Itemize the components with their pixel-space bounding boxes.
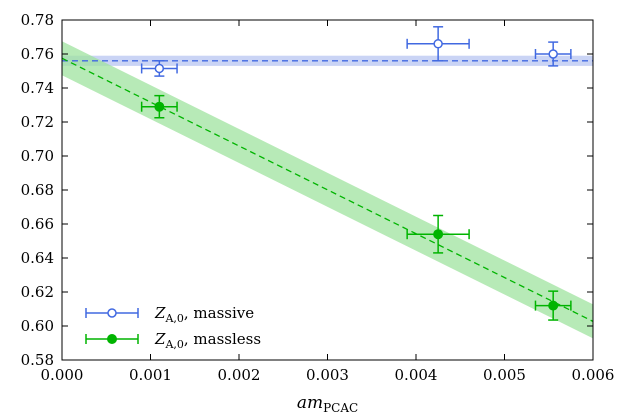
- y-tick-label: 0.76: [21, 45, 54, 63]
- y-tick-label: 0.62: [21, 283, 54, 301]
- y-tick-label: 0.58: [21, 351, 54, 369]
- legend-label-main: Z: [154, 330, 166, 348]
- marker-filled-circle: [154, 101, 165, 112]
- data-point-massless: [406, 214, 470, 254]
- fit-band-massless: [62, 41, 593, 339]
- x-axis-label-main: am: [297, 393, 323, 413]
- x-tick-label: 0.002: [218, 366, 261, 384]
- data-point-massless: [534, 290, 572, 321]
- y-tick-label: 0.68: [21, 181, 54, 199]
- marker-filled-circle: [548, 300, 559, 311]
- y-axis-ticks: 0.58 0.60 0.62 0.64 0.66 0.68 0.70 0.72 0.74 0.76…: [21, 11, 593, 369]
- marker-filled-circle: [433, 229, 444, 240]
- y-tick-label: 0.78: [21, 11, 54, 29]
- marker-open-circle: [154, 63, 165, 74]
- x-tick-label: 0.003: [306, 366, 349, 384]
- data-point-massive: [406, 26, 470, 62]
- x-tick-label: 0.006: [572, 366, 615, 384]
- y-tick-label: 0.64: [21, 249, 54, 267]
- x-tick-label: 0.001: [129, 366, 172, 384]
- fit-bands: [62, 41, 593, 339]
- marker-open-circle: [433, 39, 443, 49]
- data-point-massive: [534, 41, 572, 67]
- legend-label-suffix: , massless: [184, 330, 261, 348]
- legend-entry-massive: ZA,0, massive: [85, 304, 254, 325]
- data-point-massive: [140, 60, 178, 77]
- x-tick-label: 0.000: [41, 366, 84, 384]
- data-points: [140, 26, 572, 321]
- legend-label-sub: A,0: [164, 312, 183, 325]
- fit-lines: [62, 57, 593, 322]
- legend-label-suffix: , massive: [184, 304, 254, 322]
- x-axis-label: amPCAC: [297, 393, 358, 415]
- y-tick-label: 0.70: [21, 147, 54, 165]
- legend-label: ZA,0, massive: [154, 304, 254, 325]
- legend-entry-massless: ZA,0, massless: [85, 330, 261, 351]
- y-tick-label: 0.60: [21, 317, 54, 335]
- x-axis-ticks: 0.000 0.001 0.002 0.003 0.004 0.005 0.006: [41, 20, 615, 384]
- x-axis-label-sub: PCAC: [323, 401, 358, 415]
- y-tick-label: 0.66: [21, 215, 54, 233]
- legend-label-sub: A,0: [164, 338, 183, 351]
- fit-line-massless: [62, 57, 593, 322]
- legend-label-main: Z: [154, 304, 166, 322]
- x-tick-label: 0.005: [483, 366, 526, 384]
- legend-marker-open: [107, 308, 117, 318]
- x-tick-label: 0.004: [395, 366, 438, 384]
- y-tick-label: 0.72: [21, 113, 54, 131]
- data-point-massless: [140, 94, 178, 119]
- legend-marker-filled: [107, 334, 117, 344]
- marker-open-circle: [548, 49, 558, 59]
- legend-label: ZA,0, massless: [154, 330, 261, 351]
- y-tick-label: 0.74: [21, 79, 54, 97]
